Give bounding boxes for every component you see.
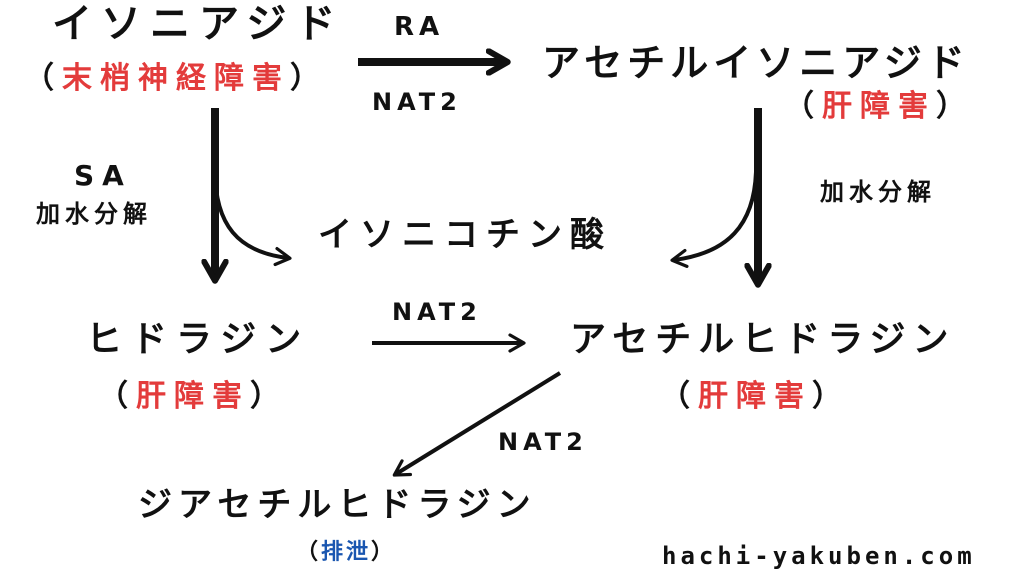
paren-close: ）: [371, 540, 397, 565]
node-hydrazine-note: （肝障害）: [98, 382, 288, 412]
site-watermark: hachi-yakuben.com: [662, 542, 976, 570]
excretion-label: 排泄: [321, 540, 372, 565]
edge-label-sa: SA: [74, 159, 132, 192]
paren-open: （: [24, 61, 62, 96]
node-acetylisoniazid-note: （肝障害）: [784, 92, 974, 122]
edge-label-ra: RA: [394, 12, 445, 42]
paren-open: （: [660, 379, 698, 414]
paren-close: ）: [936, 89, 974, 124]
paren-open: （: [98, 379, 136, 414]
edge-label-hydrolysis-left: 加水分解: [36, 200, 152, 228]
node-acetylhydrazine: アセチルヒドラジン: [570, 319, 956, 360]
arrow-branch-right-to-isonicotinic-acid: [670, 171, 758, 268]
adverse-effect-peripheral-neuropathy: 末梢神経障害: [62, 61, 290, 96]
adverse-effect-liver-damage: 肝障害: [822, 89, 936, 124]
paren-open: （: [784, 89, 822, 124]
paren-close: ）: [812, 379, 850, 414]
node-diacetylhydrazine-note: （排泄）: [296, 542, 396, 564]
edge-label-nat2-middle: NAT2: [392, 298, 482, 326]
node-isonicotinic-acid: イソニコチン酸: [318, 215, 612, 255]
adverse-effect-liver-damage: 肝障害: [698, 379, 812, 414]
node-acetylisoniazid: アセチルイソニアジド: [542, 41, 970, 85]
node-hydrazine: ヒドラジン: [86, 319, 311, 360]
edge-label-nat2-bottom: NAT2: [498, 428, 588, 456]
arrow-acetylhydrazine-to-diacetylhydrazine: [392, 371, 562, 477]
paren-close: ）: [290, 61, 328, 96]
adverse-effect-liver-damage: 肝障害: [136, 379, 250, 414]
arrow-branch-left-to-isonicotinic-acid: [213, 169, 292, 267]
node-isoniazid-note: （末梢神経障害）: [24, 64, 328, 94]
node-acetylhydrazine-note: （肝障害）: [660, 382, 850, 412]
paren-open: （: [296, 540, 322, 565]
edge-label-nat2-top: NAT2: [372, 88, 462, 116]
node-isoniazid: イソニアジド: [52, 1, 345, 47]
edge-label-hydrolysis-right: 加水分解: [820, 178, 936, 206]
paren-close: ）: [250, 379, 288, 414]
node-diacetylhydrazine: ジアセチルヒドラジン: [138, 485, 537, 525]
